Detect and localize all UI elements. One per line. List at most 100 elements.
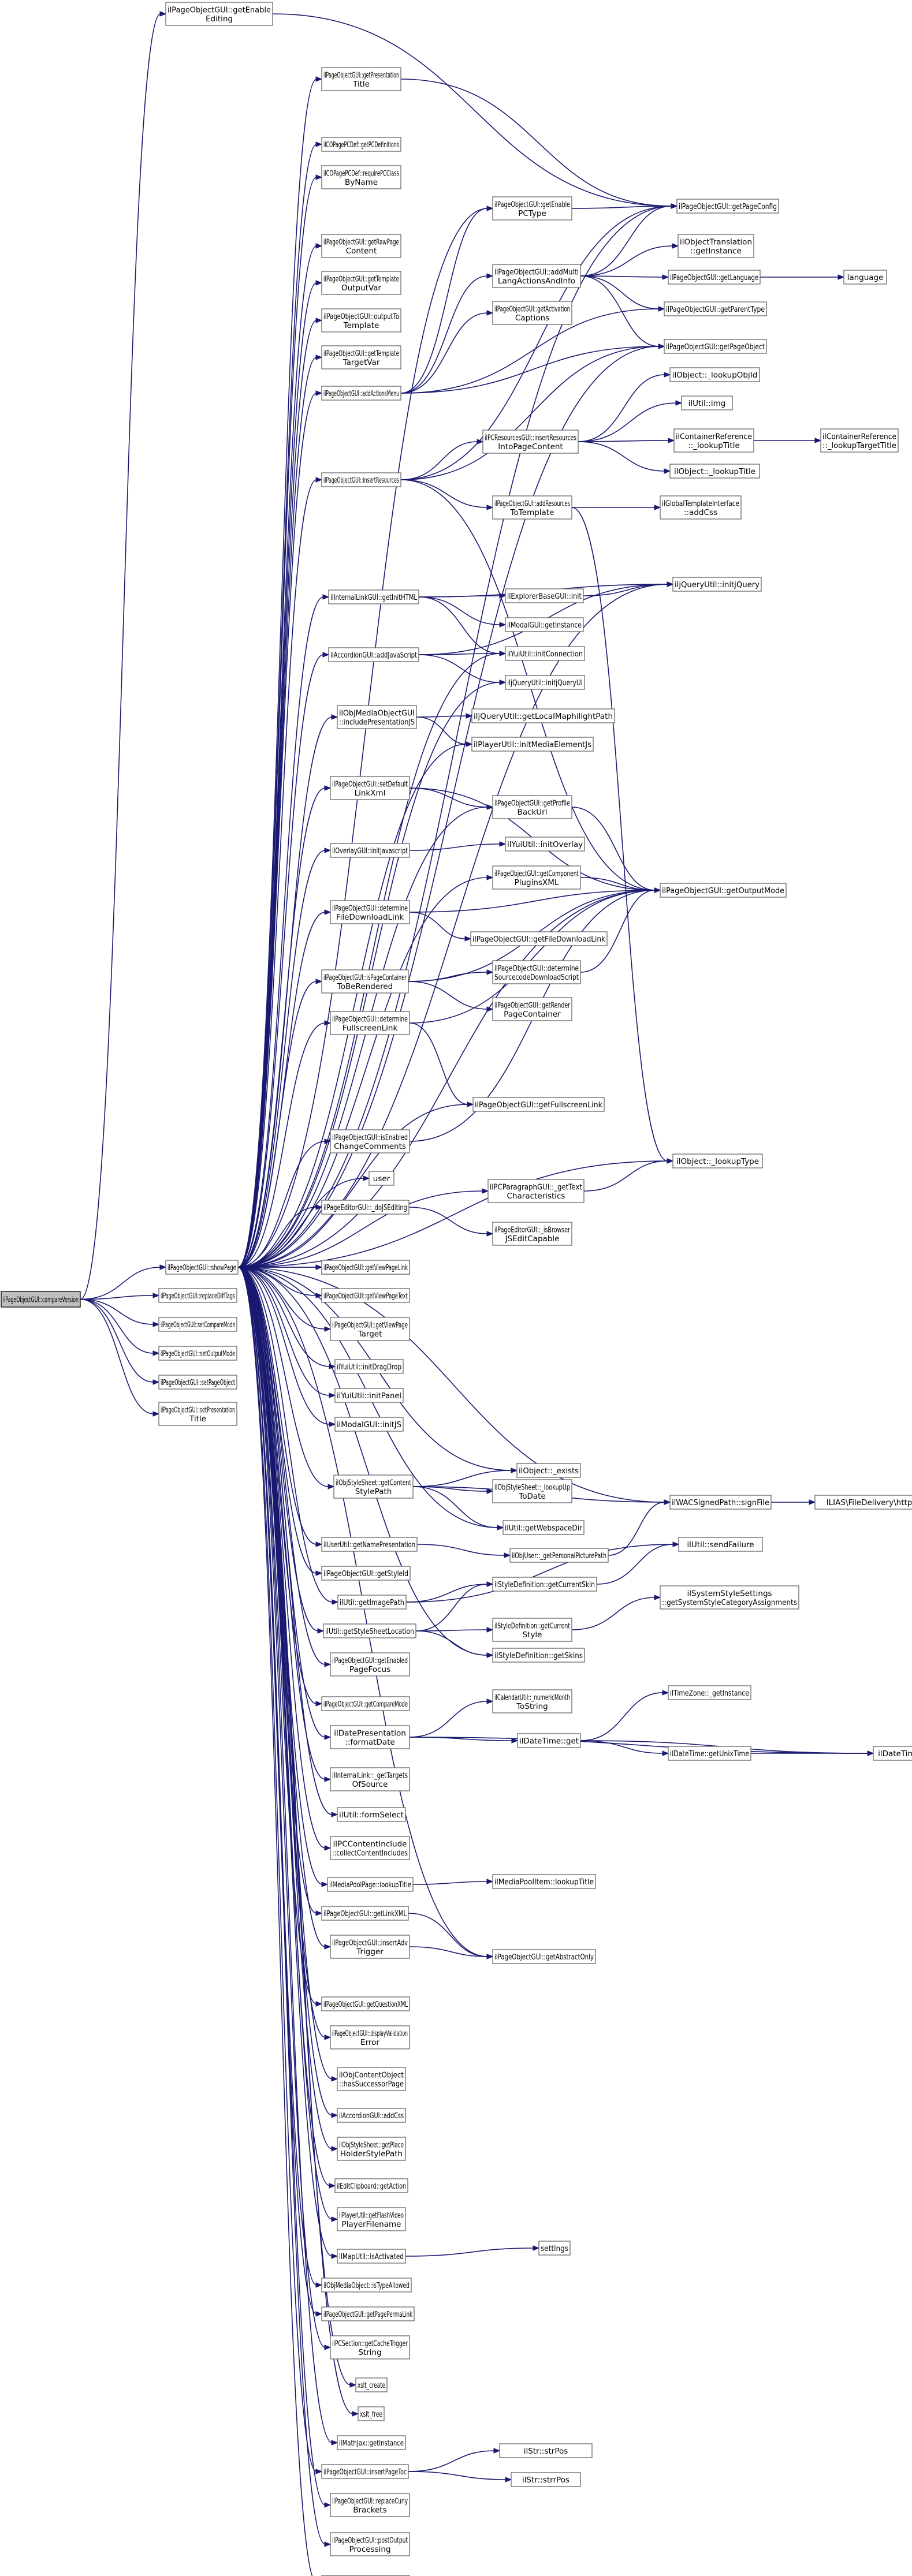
node-b23[interactable]: ilUtil::getWebspaceDir — [502, 1520, 585, 1535]
node-a48[interactable]: ilPlayerUtil::getFlashVideoPlayerFilenam… — [337, 2207, 406, 2231]
node-c15[interactable]: ilUtil::sendFailure — [678, 1537, 763, 1552]
node-b31[interactable]: ilPageObjectGUI::getAbstractOnly — [492, 1949, 596, 1964]
node-a22[interactable]: ilPageObjectGUI::getViewPageLink — [321, 1260, 410, 1275]
node-a20[interactable]: ilPageEditorGUI::_doJSEditing — [321, 1200, 410, 1215]
node-c8[interactable]: ilContainerReference::_lookupTitle — [673, 428, 754, 453]
node-a15[interactable]: ilPageObjectGUI::determineFileDownloadLi… — [330, 900, 410, 924]
node-a51[interactable]: ilPageObjectGUI::getPagePermaLink — [321, 2306, 415, 2321]
node-a54[interactable]: xslt_free — [358, 2406, 385, 2421]
node-b2[interactable]: ilPageObjectGUI::addMultiLangActionsAndI… — [492, 264, 581, 288]
node-c10[interactable]: ilGlobalTemplateInterface::addCss — [660, 495, 742, 520]
node-a35[interactable]: ilDatePresentation::formatDate — [330, 1725, 410, 1749]
node-b19[interactable]: ilPCParagraphGUI::_getTextCharacteristic… — [487, 1179, 585, 1203]
node-a42[interactable]: ilPageObjectGUI::getQuestionXML — [321, 1996, 410, 2011]
node-c6[interactable]: ilObject::_lookupObjId — [669, 367, 760, 382]
node-a27[interactable]: ilModalGUI::initJS — [334, 1417, 404, 1432]
node-b34[interactable]: ilStr::strrPos — [511, 2472, 581, 2487]
node-c13[interactable]: ilObject::_lookupType — [672, 1153, 763, 1168]
node-a12[interactable]: ilObjMediaObjectGUI::includePresentation… — [337, 705, 417, 729]
node-b9[interactable]: iljQueryUtil::initjQueryUI — [505, 675, 585, 690]
node-a19[interactable]: user — [368, 1171, 394, 1186]
node-d1[interactable]: language — [843, 270, 887, 285]
node-a30[interactable]: ilPageObjectGUI::getStyleId — [321, 1566, 411, 1581]
node-a56[interactable]: ilPageObjectGUI::insertPageToc — [321, 2464, 409, 2479]
node-c4[interactable]: ilPageObjectGUI::getParentType — [664, 301, 767, 316]
node-c2[interactable]: ilObjectTranslation::getInstance — [678, 234, 754, 258]
node-a40[interactable]: ilPageObjectGUI::getLinkXML — [321, 1906, 409, 1921]
node-c17[interactable]: ilTimeZone::_getInstance — [668, 1685, 751, 1700]
node-b7[interactable]: ilModalGUI::getInstance — [505, 617, 584, 632]
node-a34[interactable]: ilPageObjectGUI::getCompareMode — [321, 1696, 410, 1711]
node-b21[interactable]: ilObject::_exists — [516, 1463, 581, 1478]
node-b8[interactable]: ilYuiUtil::initConnection — [505, 646, 585, 661]
node-d2[interactable]: ilContainerReference::_lookupTargetTitle — [820, 428, 899, 453]
node-a53[interactable]: xslt_create — [355, 2377, 388, 2392]
node-b33[interactable]: ilStr::strPos — [499, 2443, 593, 2458]
node-a38[interactable]: ilPCContentInclude::collectContentInclud… — [330, 1836, 410, 1860]
node-a8[interactable]: ilPageObjectGUI::addActionsMenu — [321, 386, 401, 401]
node-b10[interactable]: iljQueryUtil::getLocalMaphilightPath — [471, 708, 615, 723]
node-n4[interactable]: ilPageObjectGUI::setCompareMode — [158, 1317, 237, 1332]
node-c16[interactable]: ilSystemStyleSettings::getSystemStyleCat… — [660, 1585, 799, 1610]
node-a31[interactable]: ilUtil::getImagePath — [337, 1595, 407, 1610]
node-root[interactable]: ilPageObjectGUI::compareVersion — [1, 1291, 81, 1308]
node-b13[interactable]: ilYuiUtil::initOverlay — [505, 837, 585, 852]
node-a37[interactable]: ilUtil::formSelect — [337, 1807, 406, 1822]
node-a44[interactable]: ilObjContentObject::hasSuccessorPage — [337, 2067, 406, 2091]
node-c14[interactable]: ilWACSignedPath::signFile — [669, 1495, 772, 1510]
node-n2[interactable]: ilPageObjectGUI::showPage — [165, 1260, 239, 1275]
node-c19[interactable]: ilDateTime::isNull — [873, 1746, 912, 1761]
node-b15[interactable]: ilPageObjectGUI::getFileDownloadLink — [470, 931, 608, 946]
node-a14[interactable]: ilOverlayGUI::initJavascript — [330, 843, 410, 858]
node-b11[interactable]: ilPlayerUtil::initMediaElementJs — [471, 737, 594, 752]
node-c11[interactable]: iljQueryUtil::initjQuery — [672, 577, 762, 592]
node-a45[interactable]: ilAccordionGUI::addCss — [337, 2108, 406, 2123]
node-b27[interactable]: ilStyleDefinition::getSkins — [492, 1648, 585, 1663]
node-c12[interactable]: ilPageObjectGUI::getOutputMode — [660, 883, 787, 898]
node-b6[interactable]: ilExplorerBaseGUI::init — [505, 588, 584, 603]
node-c5[interactable]: ilPageObjectGUI::getPageObject — [664, 339, 767, 354]
node-c18[interactable]: ilDateTime::getUnixTime — [668, 1746, 751, 1761]
node-a39[interactable]: ilMediaPoolPage::lookupTitle — [327, 1877, 414, 1892]
node-b4[interactable]: ilPCResourcesGUI::insertResourcesIntoPag… — [482, 430, 579, 454]
node-c9[interactable]: ilObject::_lookupTitle — [669, 464, 760, 479]
node-d3[interactable]: ILIAS\FileDelivery\http — [814, 1495, 912, 1510]
node-a10[interactable]: ilInternalLinkGUI::getInitHTML — [328, 589, 419, 604]
node-a16[interactable]: ilPageObjectGUI::isPageContainerToBeRend… — [321, 969, 409, 994]
node-a25[interactable]: ilYuiUtil::initDragDrop — [334, 1359, 404, 1374]
node-a32[interactable]: ilUtil::getStyleSheetLocation — [323, 1623, 416, 1638]
node-b16[interactable]: ilPageObjectGUI::determineSourcecodeDown… — [492, 960, 581, 984]
node-n5[interactable]: ilPageObjectGUI::setOutputMode — [158, 1346, 237, 1361]
node-b29[interactable]: ilDateTime::get — [517, 1733, 581, 1748]
node-b24[interactable]: ilObjUser::_getPersonalPicturePath — [509, 1548, 609, 1563]
node-b32[interactable]: settings — [538, 2241, 571, 2256]
node-a23[interactable]: ilPageObjectGUI::getViewPageText — [321, 1288, 410, 1303]
node-a2[interactable]: ilCOPagePCDef::getPCDefinitions — [321, 137, 401, 152]
node-a47[interactable]: ilEditClipboard::getAction — [334, 2178, 408, 2193]
